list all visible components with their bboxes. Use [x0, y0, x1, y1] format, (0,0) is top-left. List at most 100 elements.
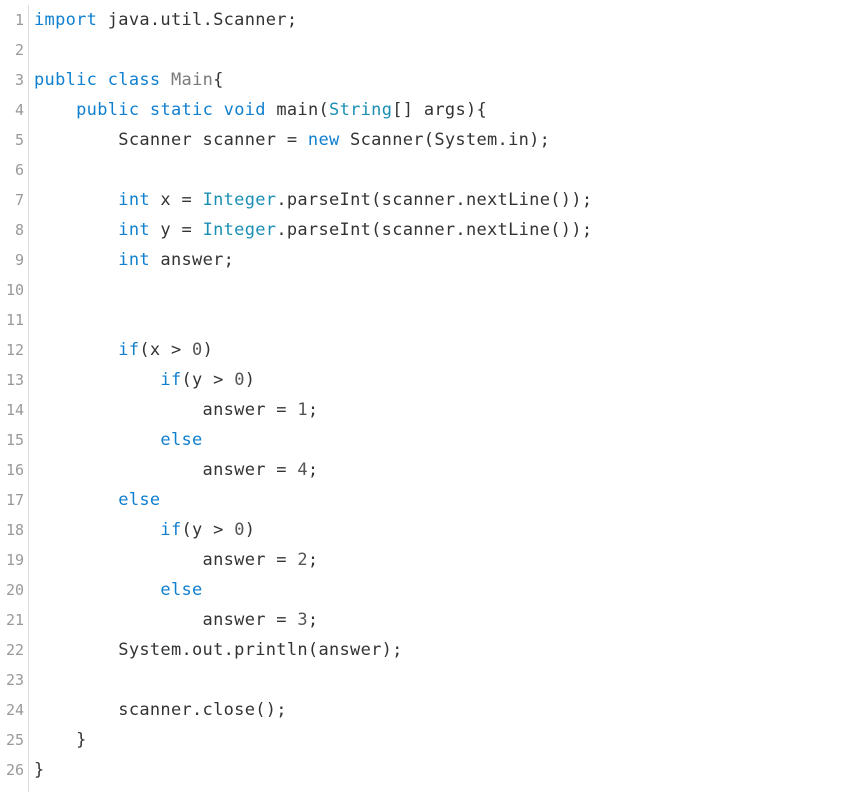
code-text: } [28, 755, 45, 785]
code-token: public [34, 70, 98, 90]
line-number: 18 [5, 521, 24, 539]
code-line[interactable]: 23 [0, 665, 865, 695]
code-token: public [76, 100, 140, 120]
code-line[interactable]: 4 public static void main(String[] args)… [0, 95, 865, 125]
code-line[interactable]: 5 Scanner scanner = new Scanner(System.i… [0, 125, 865, 155]
code-text: public static void main(String[] args){ [28, 95, 487, 125]
line-number: 1 [14, 11, 24, 29]
code-text: } [28, 725, 87, 755]
code-token [97, 70, 108, 90]
code-token: import [34, 10, 98, 30]
code-line[interactable]: 20 else [0, 575, 865, 605]
code-token: } [34, 760, 45, 780]
code-text: answer = 3; [28, 605, 319, 635]
code-text: int answer; [28, 245, 234, 275]
code-line[interactable]: 25 } [0, 725, 865, 755]
code-token: Main [171, 70, 214, 90]
code-line[interactable]: 22 System.out.println(answer); [0, 635, 865, 665]
code-text: answer = 4; [28, 455, 319, 485]
code-token: ; [307, 550, 319, 570]
code-line[interactable]: 14 answer = 1; [0, 395, 865, 425]
code-line[interactable]: 9 int answer; [0, 245, 865, 275]
code-line[interactable]: 2 [0, 35, 865, 65]
code-token: Scanner(System.in); [339, 130, 551, 150]
code-line[interactable]: 10 [0, 275, 865, 305]
code-line[interactable]: 17 else [0, 485, 865, 515]
code-token: if [160, 520, 182, 540]
code-text: System.out.println(answer); [28, 635, 403, 665]
line-number: 5 [14, 131, 24, 149]
code-text: public class Main{ [28, 65, 224, 95]
code-token: String [329, 100, 393, 120]
code-text: answer = 1; [28, 395, 319, 425]
code-text: else [28, 425, 203, 455]
line-number: 21 [5, 611, 24, 629]
code-token: x = [149, 190, 203, 210]
code-line[interactable]: 18 if(y > 0) [0, 515, 865, 545]
code-line[interactable]: 8 int y = Integer.parseInt(scanner.nextL… [0, 215, 865, 245]
code-token: int [118, 220, 150, 240]
code-line[interactable]: 12 if(x > 0) [0, 335, 865, 365]
code-token: (y > [181, 370, 235, 390]
code-line[interactable]: 6 [0, 155, 865, 185]
code-token [34, 370, 160, 390]
code-text: scanner.close(); [28, 695, 287, 725]
code-token: Scanner scanner = [34, 130, 308, 150]
code-token: [] args){ [392, 100, 488, 120]
code-token: ) [202, 340, 214, 360]
code-token: System.out.println(answer); [34, 640, 403, 660]
code-line[interactable]: 21 answer = 3; [0, 605, 865, 635]
code-token: (y > [181, 520, 235, 540]
code-line[interactable]: 15 else [0, 425, 865, 455]
code-token: 2 [297, 550, 308, 570]
code-token [34, 190, 118, 210]
code-token: 1 [297, 400, 308, 420]
line-number: 16 [5, 461, 24, 479]
line-number: 26 [5, 761, 24, 779]
code-line[interactable]: 7 int x = Integer.parseInt(scanner.nextL… [0, 185, 865, 215]
code-token: 0 [234, 520, 245, 540]
code-token: ) [244, 370, 256, 390]
code-text: Scanner scanner = new Scanner(System.in)… [28, 125, 550, 155]
code-token: Integer [202, 190, 277, 210]
code-token: main( [265, 100, 330, 120]
code-line[interactable]: 19 answer = 2; [0, 545, 865, 575]
line-number: 13 [5, 371, 24, 389]
line-number: 9 [14, 251, 24, 269]
code-token: .parseInt(scanner.nextLine()); [276, 190, 593, 210]
code-line[interactable]: 16 answer = 4; [0, 455, 865, 485]
code-text: if(y > 0) [28, 365, 255, 395]
code-line[interactable]: 24 scanner.close(); [0, 695, 865, 725]
code-token [34, 100, 76, 120]
code-token: if [118, 340, 140, 360]
code-token [34, 580, 160, 600]
code-token [34, 490, 118, 510]
code-text: int y = Integer.parseInt(scanner.nextLin… [28, 215, 592, 245]
code-text: if(y > 0) [28, 515, 255, 545]
code-token: 0 [234, 370, 245, 390]
code-line[interactable]: 11 [0, 305, 865, 335]
code-line[interactable]: 26} [0, 755, 865, 785]
code-token: else [118, 490, 161, 510]
code-token: answer = [34, 460, 298, 480]
code-line[interactable]: 13 if(y > 0) [0, 365, 865, 395]
line-number: 7 [14, 191, 24, 209]
code-token [139, 100, 150, 120]
code-token: scanner.close(); [34, 700, 287, 720]
code-token: y = [149, 220, 203, 240]
line-number: 22 [5, 641, 24, 659]
code-token: ; [307, 400, 319, 420]
code-token: .parseInt(scanner.nextLine()); [276, 220, 593, 240]
code-token: ; [307, 460, 319, 480]
code-token: answer = [34, 610, 298, 630]
code-token: answer = [34, 550, 298, 570]
line-number: 17 [5, 491, 24, 509]
line-number: 3 [14, 71, 24, 89]
line-number: 23 [5, 671, 24, 689]
line-number: 4 [14, 101, 24, 119]
code-token [160, 70, 171, 90]
line-number: 6 [14, 161, 24, 179]
